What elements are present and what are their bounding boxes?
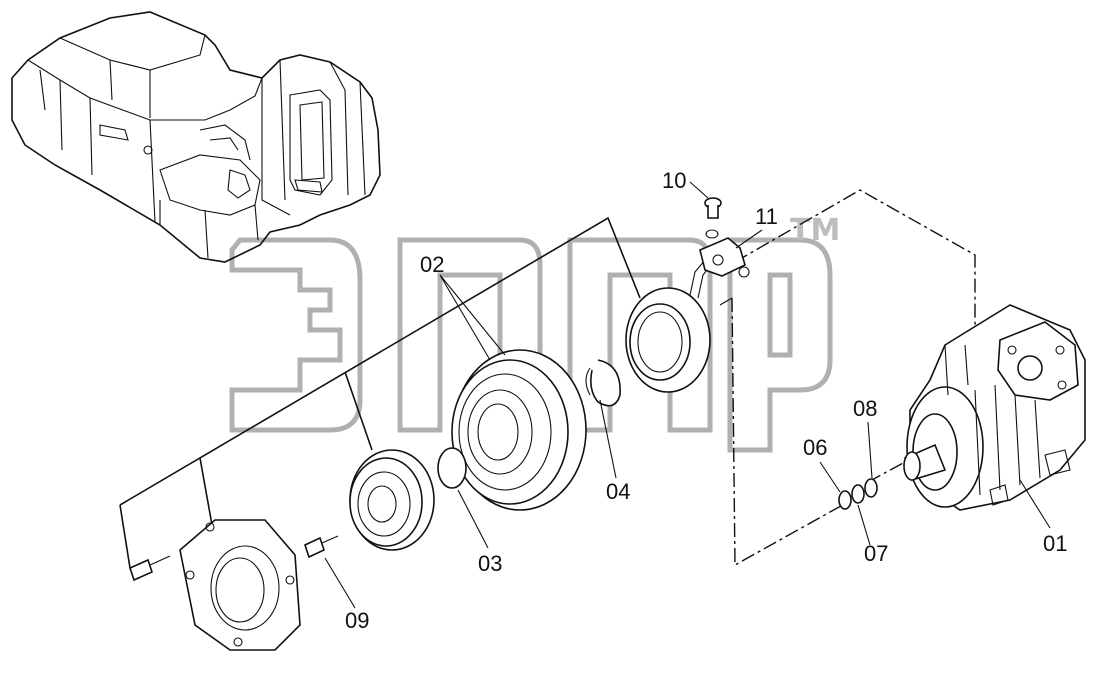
cover-plate [179,519,301,651]
label-part-09: 09 [345,608,369,633]
label-part-11: 11 [755,204,778,229]
label-part-04: 04 [606,479,630,504]
label-part-03: 03 [478,551,502,576]
label-part-02: 02 [420,252,444,277]
watermark-trademark: TM [790,213,840,248]
label-part-06: 06 [803,435,827,460]
assembly-lines [119,189,976,569]
shim-part-03 [437,447,467,489]
o-rings-06-07-08 [838,478,878,510]
label-part-10: 10 [662,168,686,193]
armature-hub-plate [349,449,435,551]
bracket-part-11 [699,237,750,278]
pulley-part-02 [451,349,587,511]
excavator-upper-structure-illustration [11,11,381,263]
screw-part-10 [704,197,722,239]
bolt-part-09 [304,535,339,559]
label-part-08: 08 [853,396,877,421]
label-part-01: 01 [1043,531,1067,556]
label-part-07: 07 [864,541,888,566]
bolt-left [129,555,171,582]
snap-ring-part-04 [585,359,621,407]
compressor-part-01 [903,304,1086,511]
field-coil-with-wire [625,257,713,393]
